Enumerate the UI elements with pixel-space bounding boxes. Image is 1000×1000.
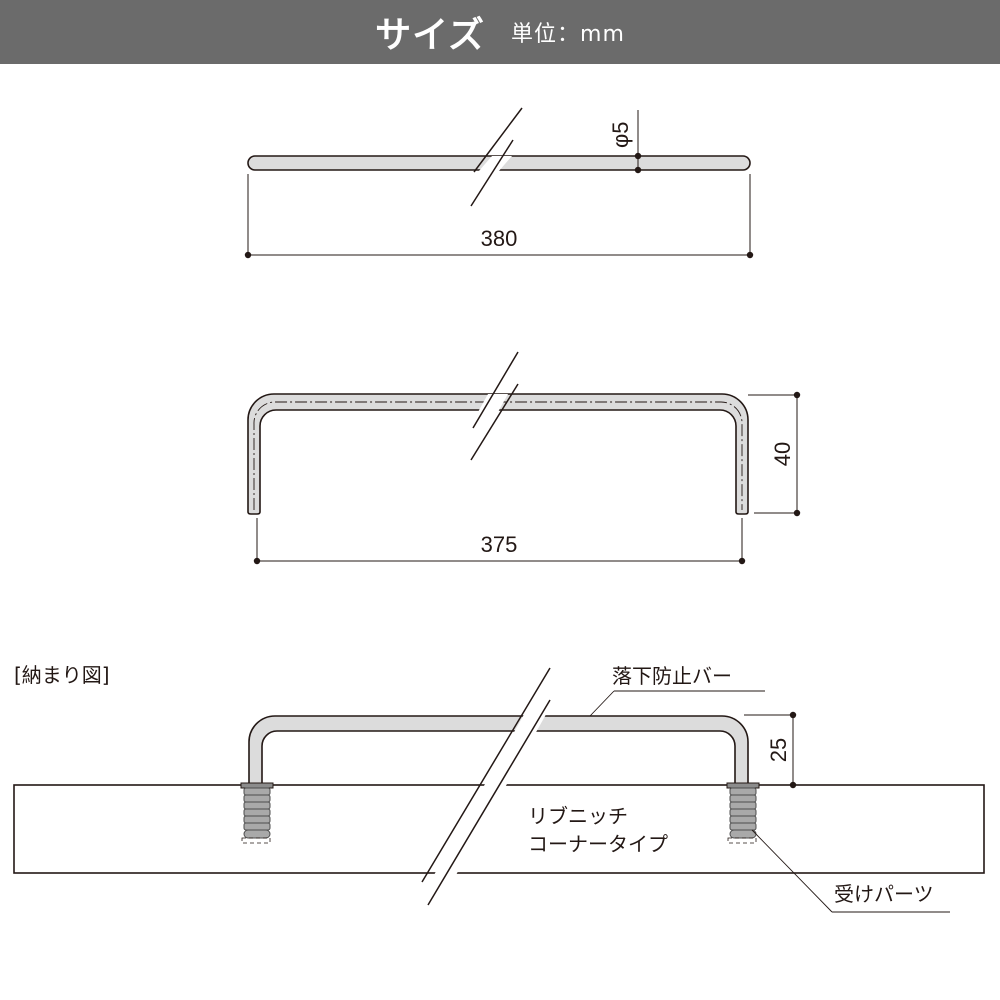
u-bar: [247, 393, 749, 515]
shelf-label-line1: リブニッチ: [528, 804, 628, 828]
break-mark: [473, 107, 523, 173]
straight-bar-figure: φ5 380: [244, 107, 754, 259]
header-unit-label: 単位：mm: [511, 22, 625, 47]
installation-figure: [納まり図]: [13, 663, 985, 913]
header-title: サイズ: [375, 15, 486, 56]
shelf-board: [13, 784, 985, 874]
shelf-label-line2: コーナータイプ: [528, 832, 668, 856]
receiver-callout-label: 受けパーツ: [834, 882, 934, 906]
break-mark: [472, 351, 519, 429]
height-label: 40: [770, 442, 795, 466]
header-banner: サイズ 単位：mm: [0, 0, 1000, 64]
bar-callout-label: 落下防止バー: [612, 664, 732, 688]
u-bar-figure: 40 375: [247, 351, 801, 565]
installation-height-label: 25: [766, 738, 791, 762]
length-label: 380: [481, 226, 518, 251]
break-mark: [427, 699, 551, 906]
receiver-part-left: [240, 782, 274, 844]
receiver-part-right: [726, 782, 760, 844]
break-mark: [470, 383, 519, 461]
width-label: 375: [481, 532, 518, 557]
fall-prevention-bar: [248, 715, 749, 786]
installation-section-title: [納まり図]: [14, 663, 110, 687]
diameter-label: φ5: [608, 121, 633, 148]
break-mark: [470, 139, 514, 207]
break-mark: [421, 667, 551, 883]
